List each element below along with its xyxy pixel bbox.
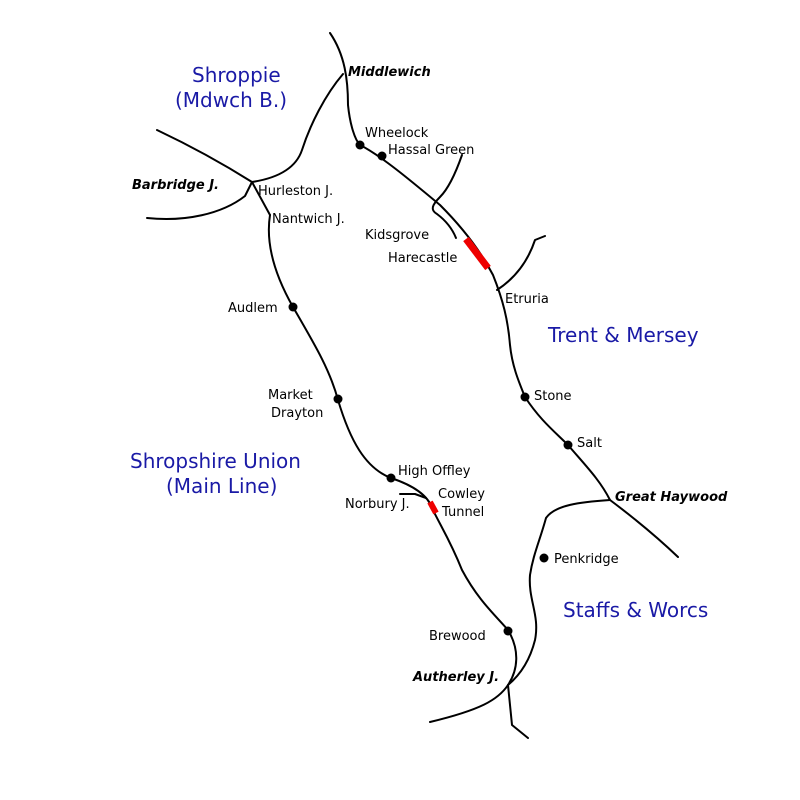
salt-label: Salt (577, 436, 602, 451)
hassal-green-marker (377, 151, 387, 161)
nantwich-junction-label: Nantwich J. (272, 212, 345, 227)
audlem-label: Audlem (228, 301, 278, 316)
salt-marker (563, 440, 573, 450)
autherley-south-line (507, 684, 529, 739)
middlewich-label: Middlewich (348, 65, 431, 80)
market-drayton-label: Market (268, 388, 313, 403)
market-drayton-marker (333, 394, 343, 404)
norbury-junction-label: Norbury J. (345, 497, 410, 512)
brewood-label: Brewood (429, 629, 486, 644)
trent-mersey-line (329, 32, 679, 558)
stone-marker (520, 392, 530, 402)
cowley-tunnel-label: Cowley (438, 487, 485, 502)
norbury-spur-line (399, 493, 427, 499)
great-haywood-label: Great Haywood (615, 490, 728, 505)
barbridge-west-spur-line (146, 181, 253, 221)
market-drayton-sublabel: Drayton (271, 406, 323, 421)
brewood-marker (503, 626, 513, 636)
cowley-tunnel (427, 500, 439, 515)
shropshire-union-canal-sublabel: (Main Line) (166, 474, 277, 498)
etruria-branch-line (496, 235, 546, 291)
shropshire-union-canal-label: Shropshire Union (130, 449, 301, 473)
audlem-marker (288, 302, 298, 312)
wheelock-marker (355, 140, 365, 150)
stone-label: Stone (534, 389, 572, 404)
etruria-label: Etruria (505, 292, 549, 307)
autherley-junction-label: Autherley J. (412, 670, 499, 685)
wheelock-label: Wheelock (365, 126, 429, 141)
trent-mersey-canal-label: Trent & Mersey (547, 323, 699, 347)
hurleston-junction-label: Hurleston J. (258, 184, 333, 199)
staffs-worcs-canal-label: Staffs & Worcs (563, 598, 708, 622)
staffs-worcs-line (507, 499, 611, 686)
penkridge-marker (539, 553, 549, 563)
llangollen-branch-line (156, 129, 271, 216)
shroppie-middlewich-branch-line (251, 73, 344, 183)
shroppie-canal-sublabel: (Mdwch B.) (175, 88, 287, 112)
high-offley-marker (386, 473, 396, 483)
shropshire-union-main-line (267, 214, 518, 723)
kidsgrove-label: Kidsgrove (365, 228, 429, 243)
hassal-green-branch-line (431, 154, 463, 239)
harecastle-label: Harecastle (388, 251, 457, 266)
cowley-tunnel-sublabel: Tunnel (441, 505, 484, 520)
barbridge-junction-label: Barbridge J. (132, 178, 219, 193)
shroppie-canal-label: Shroppie (192, 63, 281, 87)
high-offley-label: High Offley (398, 464, 471, 479)
hassal-green-label: Hassal Green (388, 143, 474, 158)
harecastle-tunnel (463, 236, 491, 271)
penkridge-label: Penkridge (554, 552, 619, 567)
